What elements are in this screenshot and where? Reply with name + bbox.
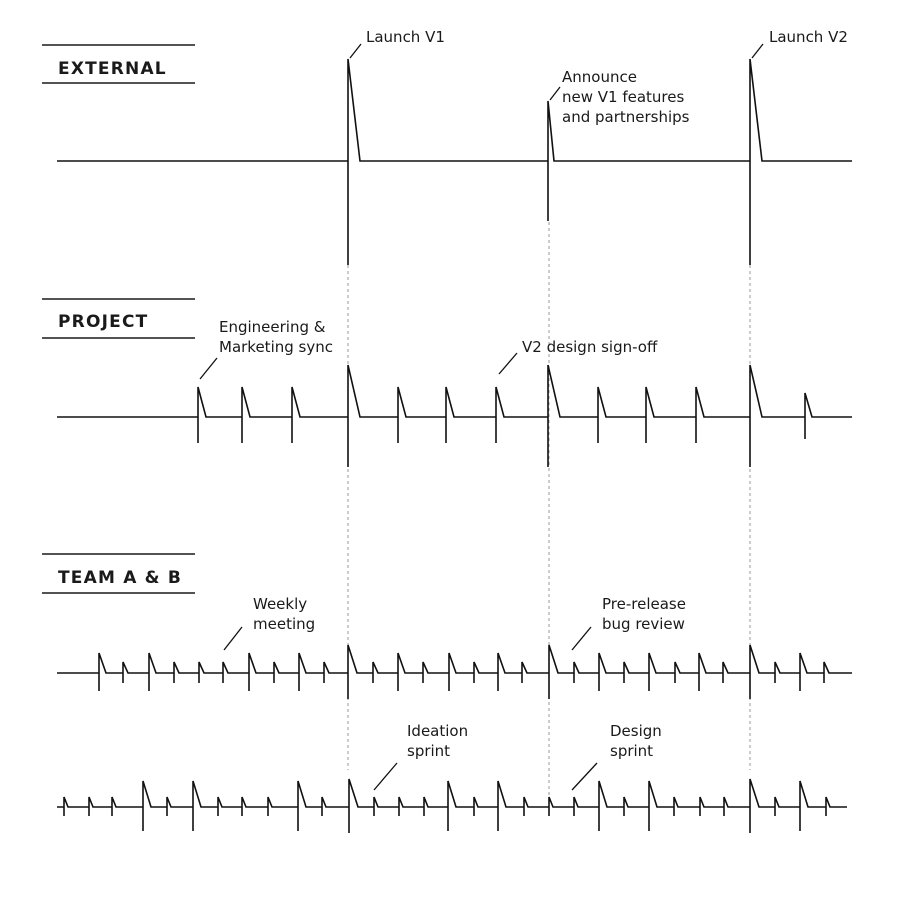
leader-launch-v1 — [349, 43, 362, 59]
section-title-team: TEAM A & B — [58, 568, 182, 588]
leader-ideation — [373, 762, 398, 791]
project-waveform — [57, 364, 852, 467]
external-waveform — [57, 58, 852, 265]
label-ideation: Ideation sprint — [407, 722, 473, 760]
leader-launch-v2 — [751, 43, 764, 59]
annotation-leaders — [199, 43, 764, 791]
section-title-external: EXTERNAL — [58, 59, 167, 79]
section-external-header: EXTERNAL — [42, 44, 195, 84]
leader-v2-signoff — [498, 352, 518, 375]
label-launch-v2: Launch V2 — [769, 28, 848, 46]
section-team-header: TEAM A & B — [42, 553, 195, 594]
label-launch-v1: Launch V1 — [366, 28, 445, 46]
leader-eng-sync — [199, 357, 218, 380]
label-v2-signoff: V2 design sign-off — [522, 338, 658, 356]
leader-bug-review — [571, 626, 592, 651]
leader-design-sprint — [571, 762, 598, 791]
label-design-sprint: Design sprint — [610, 722, 667, 760]
label-bug-review: Pre-release bug review — [602, 595, 691, 633]
team-b-waveform — [57, 778, 847, 833]
section-project-header: PROJECT — [42, 298, 195, 339]
alignment-guides — [347, 222, 751, 800]
leader-announce — [549, 86, 561, 101]
team-a-waveform — [57, 644, 852, 699]
label-weekly: Weekly meeting — [253, 595, 315, 633]
label-announce: Announce new V1 features and partnership… — [562, 68, 690, 126]
label-eng-sync: Engineering & Marketing sync — [219, 318, 333, 356]
annotations: Launch V1 Announce new V1 features and p… — [219, 28, 848, 760]
section-title-project: PROJECT — [58, 312, 148, 332]
leader-weekly — [223, 626, 243, 651]
